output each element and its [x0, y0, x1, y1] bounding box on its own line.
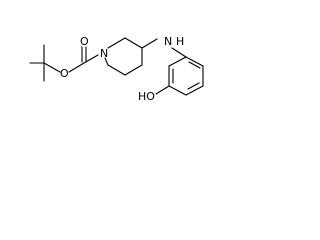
ring-bond-c2-to-c3	[124, 37, 143, 49]
ring-bond-n-to-c2	[107, 37, 126, 49]
hydroxyl-label: HO	[138, 90, 155, 103]
phenyl-inner-double-2	[187, 82, 200, 90]
bond-o-to-carbonyl-carbon	[68, 62, 85, 73]
bond-phenyl-to-hydroxyl	[155, 85, 170, 95]
phenyl-bond-6	[168, 56, 187, 67]
phenyl-ring	[168, 56, 204, 96]
ring-nitrogen-label: N	[100, 47, 108, 60]
ring-bond-c5-to-c6	[107, 64, 126, 76]
ring-bond-c6-to-n	[104, 57, 109, 66]
phenyl-bond-4	[168, 85, 187, 96]
ester-oxygen-label: O	[60, 67, 69, 80]
phenyl-inner-double-1	[188, 61, 201, 69]
carbonyl-group	[81, 46, 87, 63]
carbonyl-oxygen-label: O	[80, 35, 89, 48]
bond-tbu-center-to-o	[43, 62, 61, 73]
amine-nitrogen-label: N	[164, 35, 172, 48]
chemical-structure-diagram: O O N N H HO	[29, 35, 204, 103]
amine-hydrogen-label: H	[176, 35, 184, 48]
tert-butyl-group	[29, 44, 61, 82]
bond-ring-to-amine-n	[141, 38, 158, 49]
bond-amine-to-phenyl	[171, 47, 187, 58]
phenyl-bond-3	[185, 85, 204, 96]
phenyl-bond-1	[185, 56, 204, 67]
ring-bond-c4-to-c5	[124, 64, 143, 76]
piperidine-ring	[104, 37, 143, 76]
bond-carbonyl-to-ring-n	[83, 54, 99, 64]
